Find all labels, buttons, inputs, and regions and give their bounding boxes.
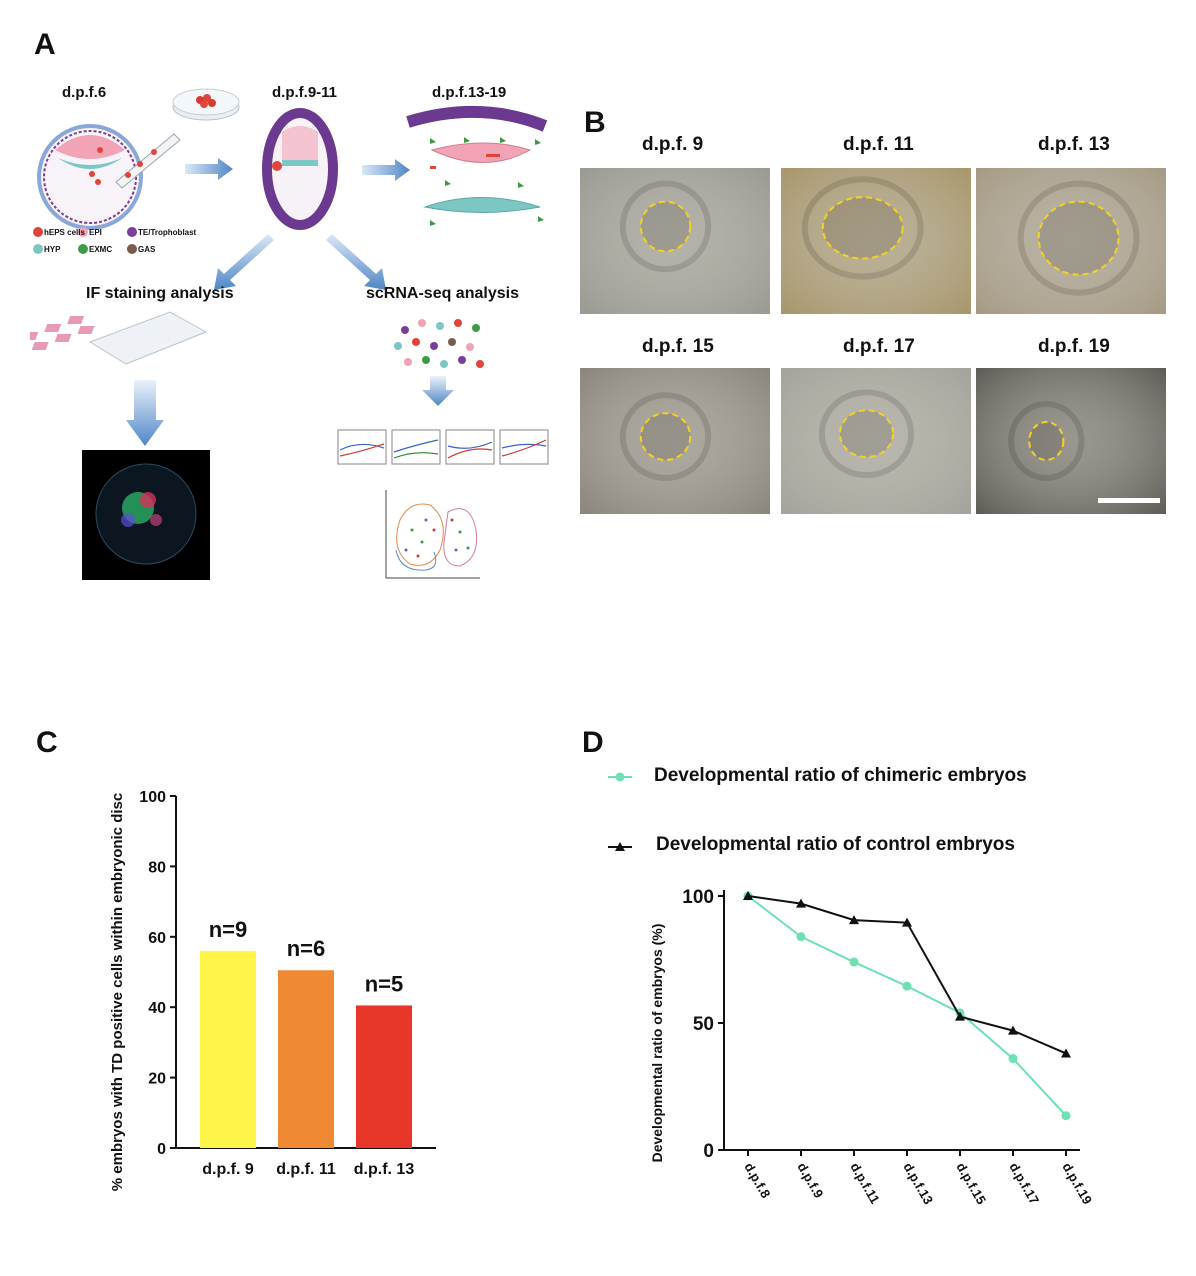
panel-letter-d: D [582, 726, 604, 759]
arrow-down-icon [422, 376, 454, 406]
scrna-seq-label: scRNA-seq analysis [366, 285, 519, 302]
panel-letter-c: C [36, 726, 58, 759]
cell-cluster-icon [394, 319, 484, 368]
legend-label-heps: hEPS cells [44, 228, 85, 237]
y-tick-label: 50 [693, 1014, 714, 1035]
x-tick-label: d.p.f.15 [953, 1160, 989, 1207]
data-point [849, 915, 859, 925]
bar-annotation: n=9 [209, 917, 248, 942]
well-plate-icon [30, 311, 208, 365]
arrow-right-icon [362, 159, 410, 181]
legend-label-gas: GAS [138, 245, 156, 254]
micrograph-title: d.p.f. 11 [843, 134, 914, 155]
legend-label-exmc: EXMC [89, 245, 113, 254]
data-point [902, 981, 912, 991]
x-tick-label: d.p.f.11 [847, 1160, 882, 1206]
x-tick-label: d.p.f.8 [741, 1160, 773, 1201]
bar [356, 1005, 412, 1148]
embryo-dpf13-19-icon [406, 106, 548, 226]
y-tick-label: 100 [682, 887, 714, 908]
if-staining-image [82, 450, 210, 580]
category-label: d.p.f. 9 [202, 1161, 254, 1178]
legend-triangle-marker [615, 842, 625, 851]
pipette-icon [115, 133, 181, 189]
x-tick-label: d.p.f.17 [1006, 1160, 1042, 1207]
panel-letter-a: A [34, 28, 56, 61]
legend-label-hyp: HYP [44, 245, 61, 254]
micrograph-image [976, 168, 1166, 314]
micrograph-title: d.p.f. 15 [642, 336, 714, 357]
y-tick-label: 20 [148, 1071, 166, 1088]
micrograph-image [781, 368, 971, 514]
embryonic-disc-outline [639, 200, 692, 253]
data-point [849, 957, 859, 967]
pseudotime-plots [337, 429, 549, 465]
category-label: d.p.f. 11 [276, 1161, 336, 1178]
legend-circle-marker [615, 772, 625, 782]
arrow-down-icon [126, 380, 164, 446]
y-tick-label: 0 [157, 1141, 166, 1158]
data-point [1061, 1111, 1071, 1121]
bar-chart: 0 20 40 60 80 100 n=9 d.p.f. 9 n=6 d.p.f. 11 n=5 d.… [109, 789, 436, 1191]
legend-control: Developmental ratio of control embryos [656, 834, 1015, 855]
micrograph-title: d.p.f. 17 [843, 336, 915, 357]
legend-dots [33, 227, 137, 254]
data-point [1008, 1025, 1018, 1035]
embryo-dpf9-11-icon [262, 108, 338, 230]
petri-dish-icon [172, 88, 240, 121]
micrograph-image [781, 168, 971, 314]
x-tick-label: d.p.f.13 [900, 1160, 936, 1207]
embryonic-disc-outline [821, 196, 904, 260]
schematic-diagram [30, 88, 549, 580]
scale-bar [1098, 498, 1160, 503]
data-point [796, 898, 806, 908]
stage-label-dpf13-19: d.p.f.13-19 [432, 84, 507, 101]
legend-label-epi: EPI [89, 228, 102, 237]
micrograph-image [580, 168, 770, 314]
bar [278, 970, 334, 1148]
data-point [1061, 1048, 1071, 1058]
legend-label-te: TE/Trophoblast [138, 228, 197, 237]
y-tick-label: 60 [148, 930, 166, 947]
data-point [955, 1011, 965, 1021]
y-tick-label: 100 [139, 789, 166, 806]
data-point [743, 891, 753, 900]
x-tick-label: d.p.f.19 [1059, 1160, 1095, 1207]
legend-chimeric: Developmental ratio of chimeric embryos [654, 765, 1027, 786]
line-chart: 0 50 100 d.p.f.8 d.p.f.9 d.p.f.11 d.p.f.13 d.p.… [649, 887, 1095, 1207]
y-tick-label: 0 [703, 1141, 714, 1162]
embryonic-disc-outline [838, 409, 895, 459]
micrograph-title: d.p.f. 9 [642, 134, 704, 155]
data-point [902, 917, 912, 927]
tsne-plot [385, 490, 480, 579]
arrow-down-right-icon [326, 228, 386, 290]
if-staining-label: IF staining analysis [86, 285, 234, 302]
arrow-right-icon [185, 158, 233, 180]
panel-letter-b: B [584, 106, 606, 139]
category-label: d.p.f. 13 [354, 1161, 415, 1178]
y-axis-label: % embryos with TD positive cells within … [109, 793, 126, 1191]
micrograph-image [976, 368, 1166, 514]
micrograph-title: d.p.f. 19 [1038, 336, 1110, 357]
stage-label-dpf6: d.p.f.6 [62, 84, 107, 101]
arrow-down-left-icon [214, 228, 274, 290]
micrograph-title: d.p.f. 13 [1038, 134, 1110, 155]
y-tick-label: 40 [148, 1000, 166, 1017]
series-line [747, 895, 1067, 1117]
embryonic-disc-outline [1028, 421, 1065, 461]
bar-annotation: n=6 [287, 936, 326, 961]
embryonic-disc-outline [639, 412, 692, 461]
legend-markers [608, 772, 632, 851]
stage-label-dpf9-11: d.p.f.9-11 [272, 84, 338, 101]
micrograph-image [580, 368, 770, 514]
embryonic-disc-outline [1037, 200, 1120, 276]
bar-annotation: n=5 [365, 971, 404, 996]
data-point [1008, 1054, 1018, 1064]
y-axis-label: Developmental ratio of embryos (%) [649, 924, 665, 1163]
data-point [796, 932, 806, 942]
x-tick-label: d.p.f.9 [794, 1160, 826, 1201]
y-tick-label: 80 [148, 859, 166, 876]
bar [200, 950, 256, 1148]
